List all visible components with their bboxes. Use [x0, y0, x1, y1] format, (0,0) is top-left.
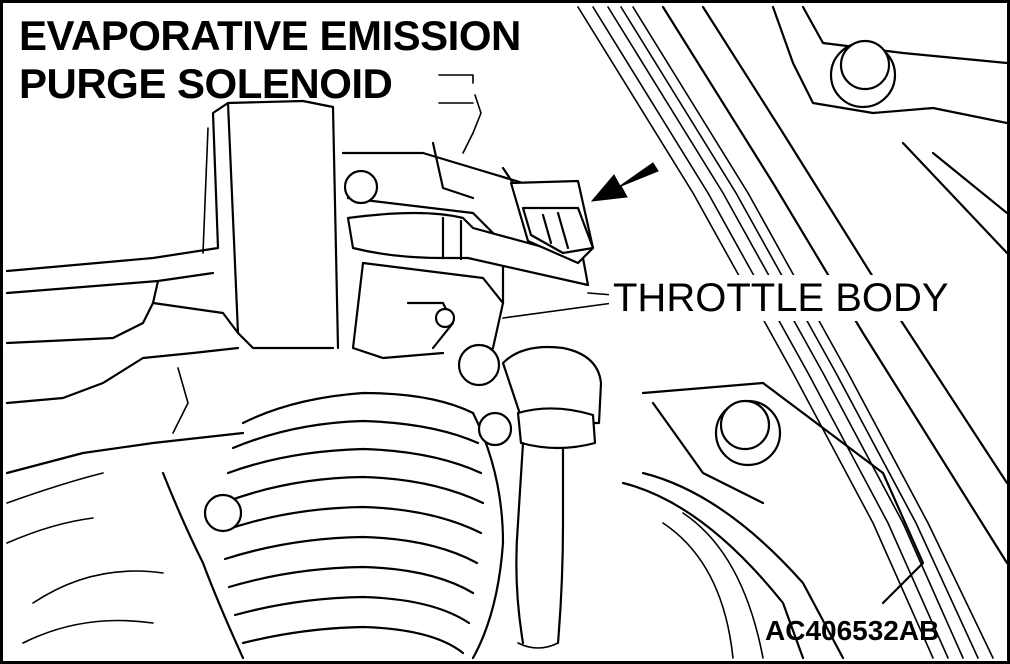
leader-lines	[438, 74, 614, 319]
purge-solenoid	[346, 166, 595, 287]
air-intake-hose	[22, 391, 505, 660]
vacuum-hose	[501, 345, 603, 649]
throttle-body-housing	[203, 141, 525, 533]
figure-id: AC406532AB	[765, 615, 940, 646]
lower-right-bracket	[621, 381, 925, 660]
engine-line-drawing	[5, 5, 1007, 660]
intake-manifold	[5, 99, 340, 544]
title-line-1: EVAPORATIVE EMISSION	[19, 12, 521, 59]
pointer-arrow	[590, 162, 659, 202]
throttle-body-label: THROTTLE BODY	[609, 275, 953, 321]
upper-right-bracket	[771, 5, 1007, 255]
diagonal-rib-lines	[577, 5, 1007, 659]
title-line-2: PURGE SOLENOID	[19, 60, 393, 107]
